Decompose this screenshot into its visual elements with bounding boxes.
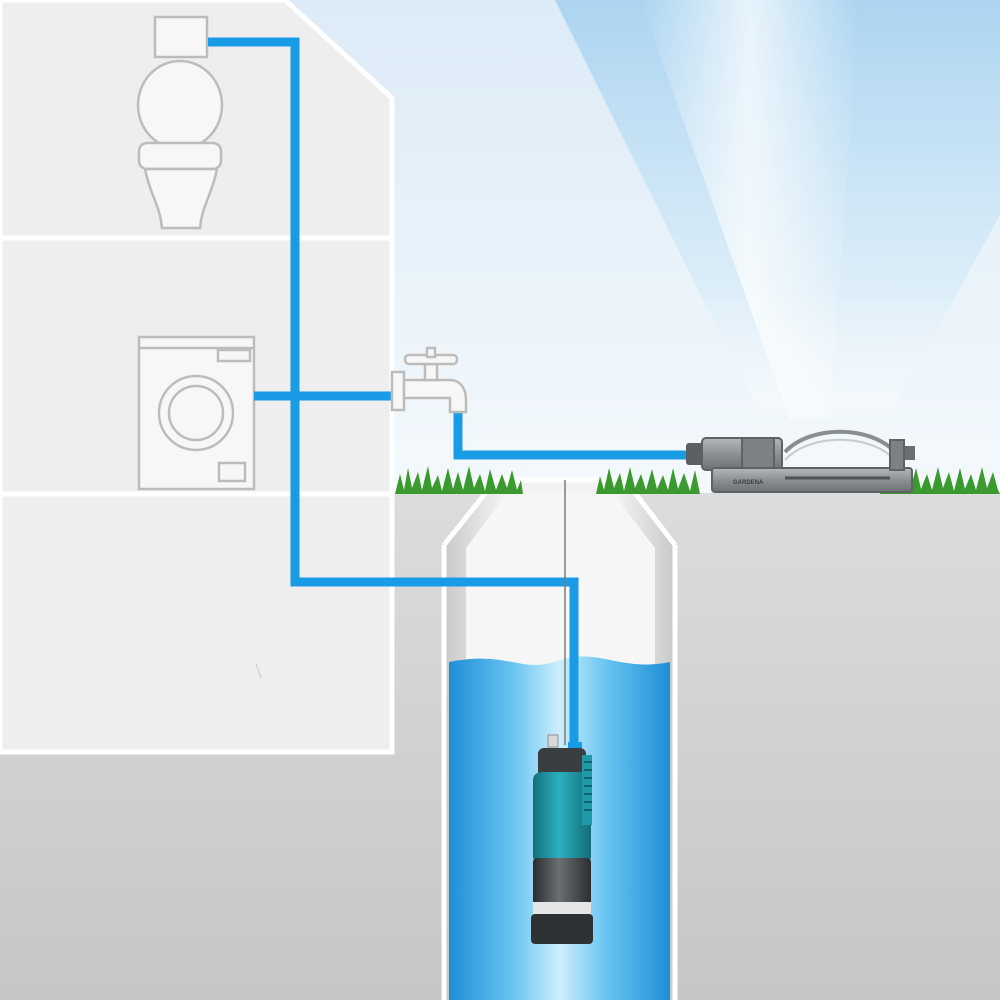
sprinkler-spray [555,0,1000,420]
water-pipes [208,37,690,750]
toilet-icon [136,15,224,230]
pump-icon [531,734,593,944]
pipe-house-main [208,37,579,750]
pipe-garden [453,412,690,460]
brand-label: GARDENA [733,480,764,486]
washing-machine-icon [137,335,256,491]
tap-icon [390,346,468,414]
grass [395,466,1000,494]
scribble-mark [255,663,262,679]
sprinkler-icon: GARDENA [686,429,915,493]
